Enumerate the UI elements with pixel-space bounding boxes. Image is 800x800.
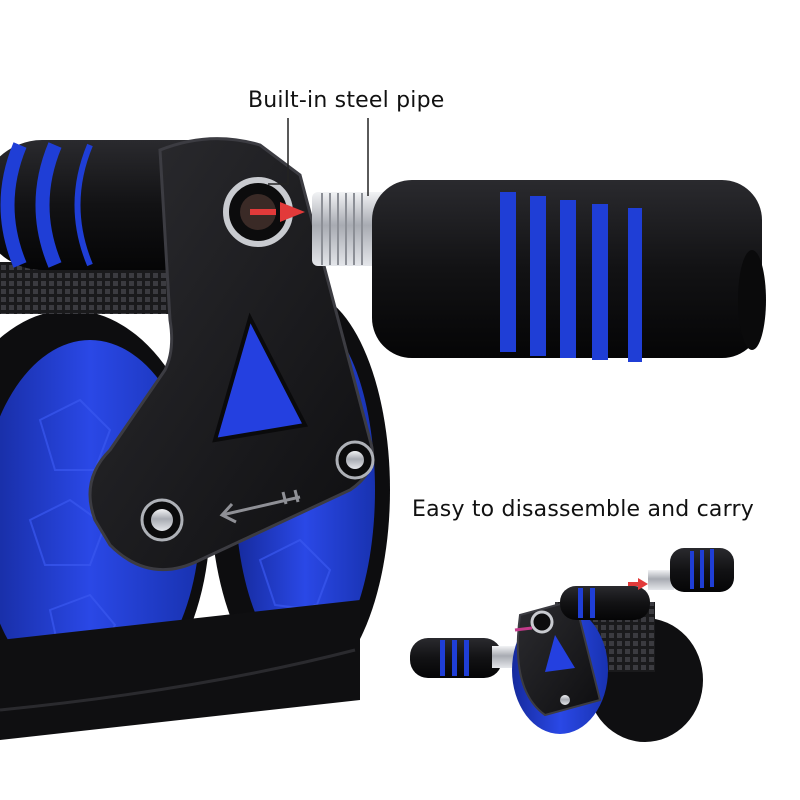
mini-product [410, 548, 734, 742]
caption-built-in-steel-pipe: Built-in steel pipe [248, 88, 445, 113]
frame-plate [88, 137, 375, 572]
caption-easy-to-disassemble: Easy to disassemble and carry [412, 497, 754, 522]
caption-leader-lines [268, 118, 369, 196]
direction-arrow-icon [219, 489, 301, 524]
detached-handle [372, 180, 766, 362]
insert-arrow-icon [250, 202, 305, 222]
